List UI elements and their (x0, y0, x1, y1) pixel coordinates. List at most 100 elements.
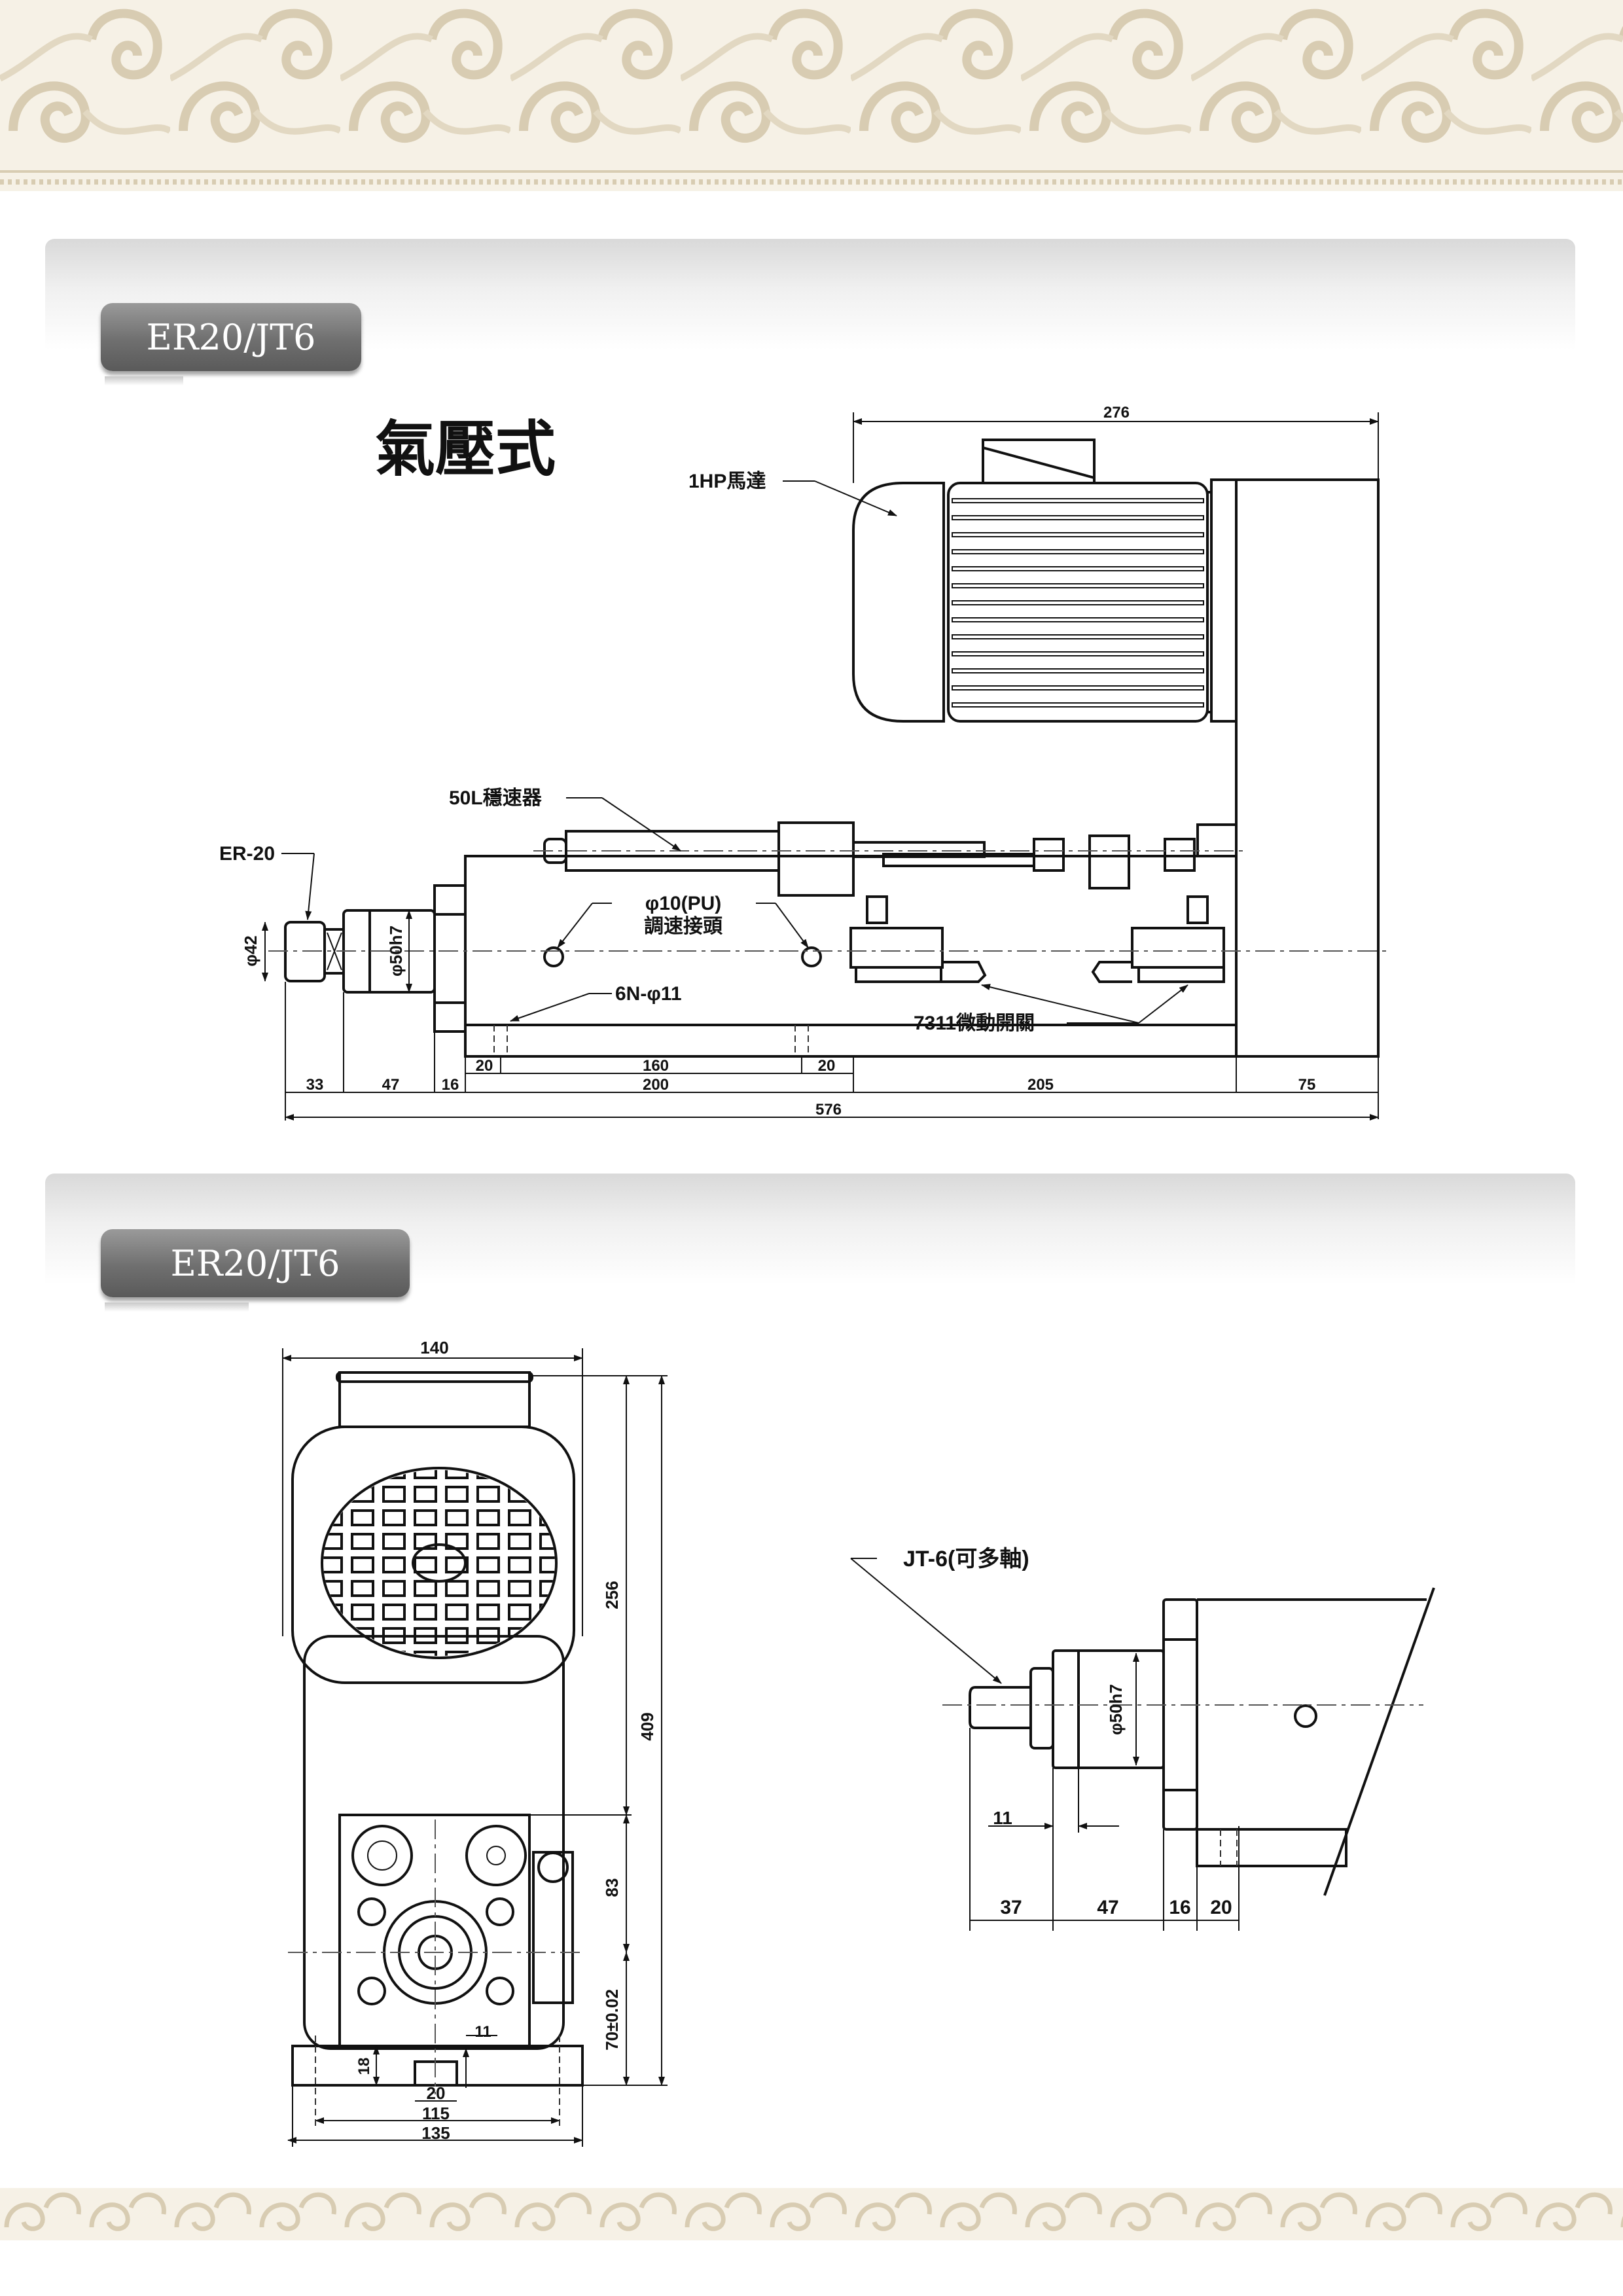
bottom-ornament-band (0, 2188, 1623, 2240)
dia-collet-label: φ42 (241, 935, 260, 967)
dim-20: 20 (427, 2083, 446, 2103)
jt6-dim-37: 37 (1000, 1897, 1022, 1918)
dim-16: 16 (442, 1076, 459, 1094)
motor-fin (952, 600, 1204, 605)
grille-slot (414, 1604, 437, 1621)
dim-200: 200 (643, 1076, 669, 1094)
jt6-dim-11: 11 (993, 1808, 1012, 1828)
dim-75: 75 (1298, 1076, 1316, 1094)
grille-slot (476, 1556, 500, 1573)
grille-slot (351, 1470, 374, 1479)
grille-slot (445, 1580, 469, 1597)
front-view-drawing (282, 1348, 668, 2147)
grille-slot (445, 1509, 469, 1526)
grille-slot (445, 1651, 469, 1656)
grille-slot (539, 1651, 555, 1656)
dim-135: 135 (421, 2123, 450, 2143)
grille-slot (323, 1580, 343, 1597)
top-ornament-band (0, 0, 1623, 191)
motor-fin (952, 583, 1204, 588)
air-fitting-label-2: 調速接頭 (644, 916, 723, 937)
jt6-dia-spindle: φ50h7 (1106, 1684, 1126, 1735)
side-view-dimensions (285, 412, 1379, 1121)
dim-140: 140 (420, 1338, 448, 1357)
air-fitting-label: φ10(PU) (645, 893, 721, 914)
grille-slot (508, 1509, 531, 1526)
tab-shadow-2 (105, 1302, 249, 1312)
grille-slot (445, 1486, 469, 1503)
motor-fin (952, 634, 1204, 639)
grille-slot (323, 1556, 343, 1573)
grille-slot (414, 1580, 437, 1597)
grille-slot (508, 1470, 531, 1479)
grille-slot (414, 1627, 437, 1644)
spindle-unit-drawing (268, 821, 1387, 1058)
micro-switch-label: 7311微動開關 (914, 1013, 1035, 1034)
dim-20a: 20 (476, 1057, 493, 1075)
motor-fin (952, 702, 1204, 708)
dim-11: 11 (474, 2023, 491, 2041)
dim-276: 276 (1103, 404, 1130, 422)
grille-slot (351, 1486, 374, 1503)
side-view-drawing: 氣壓式 1HP馬達 (219, 404, 1387, 1121)
grille-slot (382, 1580, 406, 1597)
motor-fin (952, 566, 1204, 571)
grille-slot (508, 1651, 531, 1656)
holes-label: 6N-φ11 (615, 983, 682, 1005)
motor-fin (952, 651, 1204, 656)
grille-slot (414, 1556, 437, 1573)
grille-slot (351, 1556, 374, 1573)
section-tab-2: ER20/JT6 (101, 1229, 410, 1297)
jt6-dim-20: 20 (1210, 1897, 1232, 1918)
dim-83: 83 (602, 1878, 622, 1897)
grille-slot (476, 1509, 500, 1526)
grille-slot (382, 1627, 406, 1644)
grille-slot (414, 1509, 437, 1526)
motor-fin (952, 668, 1204, 673)
jt6-dim-47: 47 (1097, 1897, 1118, 1918)
motor-fin (952, 498, 1204, 503)
grille-slot (323, 1651, 343, 1656)
jt6-view-drawing (850, 1558, 1435, 1931)
jt6-dim-16: 16 (1169, 1897, 1190, 1918)
dim-70: 70±0.02 (602, 1989, 622, 2051)
dia-spindle-label: φ50h7 (386, 925, 406, 977)
motor-fin (952, 617, 1204, 622)
grille-slot (323, 1533, 343, 1550)
drawing-title: 氣壓式 (375, 416, 556, 483)
motor-fin (952, 532, 1204, 537)
grille-slot (476, 1533, 500, 1550)
dim-576: 576 (815, 1101, 842, 1119)
dim-47: 47 (382, 1076, 400, 1094)
dim-20b: 20 (818, 1057, 836, 1075)
grille-slot (351, 1651, 374, 1656)
motor-fin (952, 549, 1204, 554)
grille-slot (351, 1604, 374, 1621)
section-tab-1: ER20/JT6 (101, 303, 361, 371)
grille-slot (539, 1556, 555, 1573)
motor-fin (952, 515, 1204, 520)
dim-256: 256 (602, 1581, 622, 1609)
dim-33: 33 (306, 1076, 324, 1094)
dim-160: 160 (643, 1057, 669, 1075)
grille-slot (351, 1509, 374, 1526)
motor-fin (952, 685, 1204, 691)
grille-slot (476, 1486, 500, 1503)
grille-slot (508, 1604, 531, 1621)
grille-slot (414, 1651, 437, 1656)
jt6-label: JT-6(可多軸) (903, 1547, 1029, 1571)
stabilizer-label: 50L穩速器 (449, 787, 543, 809)
ornament-pattern (0, 0, 1623, 185)
grille-slot (382, 1556, 406, 1573)
grille-slot (382, 1509, 406, 1526)
grille-slot (476, 1604, 500, 1621)
grille-slot (476, 1651, 500, 1656)
grille-slot (323, 1470, 343, 1479)
motor-drawing (783, 439, 1380, 1058)
grille-slot (539, 1470, 555, 1479)
grille-slot (476, 1580, 500, 1597)
grille-slot (382, 1533, 406, 1550)
dim-18: 18 (355, 2058, 373, 2075)
grille-slot (382, 1486, 406, 1503)
